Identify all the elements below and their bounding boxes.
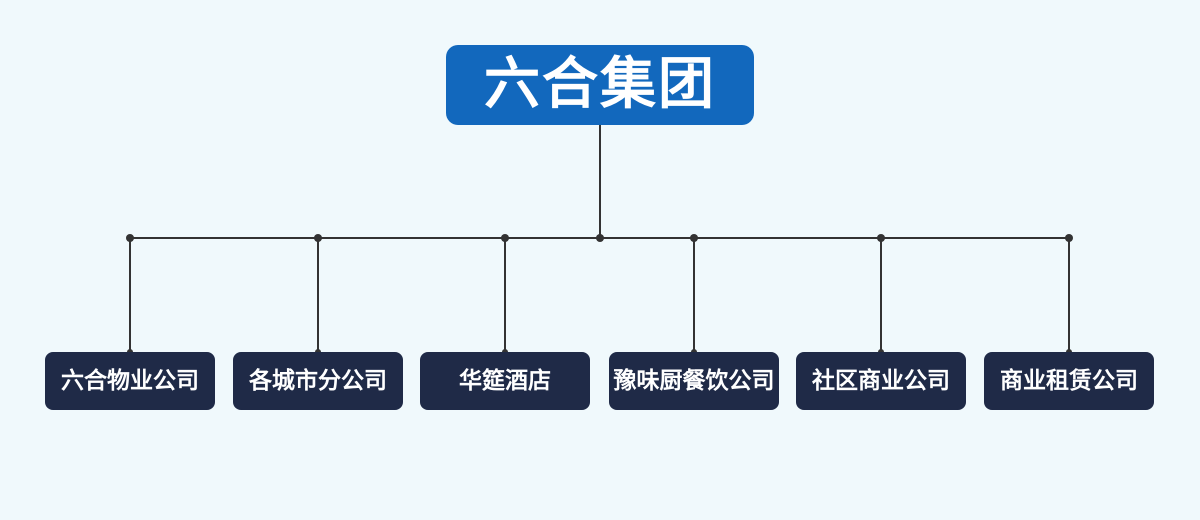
junction-dots <box>126 234 1073 242</box>
org-node-child-2[interactable]: 各城市分公司 <box>233 352 403 410</box>
org-node-child-4[interactable]: 豫味厨餐饮公司 <box>609 352 779 410</box>
org-node-child-5[interactable]: 社区商业公司 <box>796 352 966 410</box>
org-node-child-3[interactable]: 华筵酒店 <box>420 352 590 410</box>
org-node-child-6[interactable]: 商业租赁公司 <box>984 352 1154 410</box>
org-node-root[interactable]: 六合集团 <box>446 45 754 125</box>
org-node-child-1[interactable]: 六合物业公司 <box>45 352 215 410</box>
